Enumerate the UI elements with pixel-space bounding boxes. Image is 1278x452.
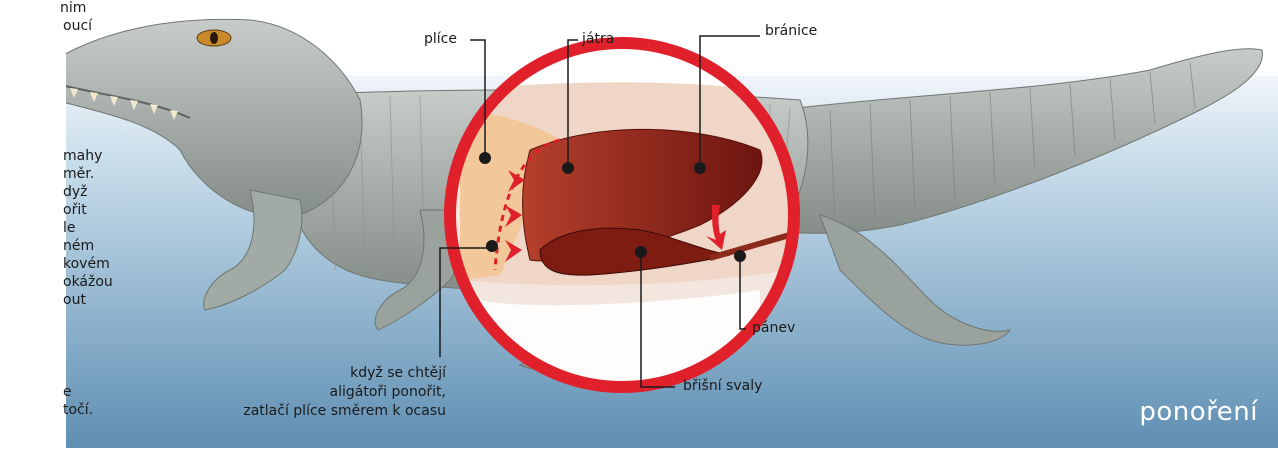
side-text-5: le [63, 220, 76, 238]
eye-pupil [210, 32, 218, 44]
side-text-4: ořit [63, 202, 87, 220]
side-text-11: e [63, 384, 72, 402]
label-abdominal-muscles: břišní svaly [683, 377, 762, 395]
side-text-2: měr. [63, 166, 94, 184]
side-text-top-1: nim [60, 0, 86, 18]
side-text-12: točí. [63, 402, 93, 420]
note-line-1: když se chtějí [350, 364, 446, 382]
label-pelvis: pánev [752, 319, 795, 337]
note-line-2: aligátoři ponořit, [330, 383, 446, 401]
label-lungs: plíce [424, 30, 457, 48]
label-diaphragm: bránice [765, 22, 817, 40]
side-text-8: okážou [63, 274, 113, 292]
side-text-6: ném [63, 238, 94, 256]
left-text-panel [0, 0, 66, 448]
side-text-1: mahy [63, 148, 102, 166]
note-line-3: zatlačí plíce směrem k ocasu [243, 402, 446, 420]
side-text-9: out [63, 292, 86, 310]
side-text-3: dyž [63, 184, 88, 202]
side-text-top-2: oucí [63, 18, 92, 36]
side-text-7: kovém [63, 256, 110, 274]
label-liver: játra [582, 30, 614, 48]
diagram-title: ponoření [1139, 396, 1258, 428]
